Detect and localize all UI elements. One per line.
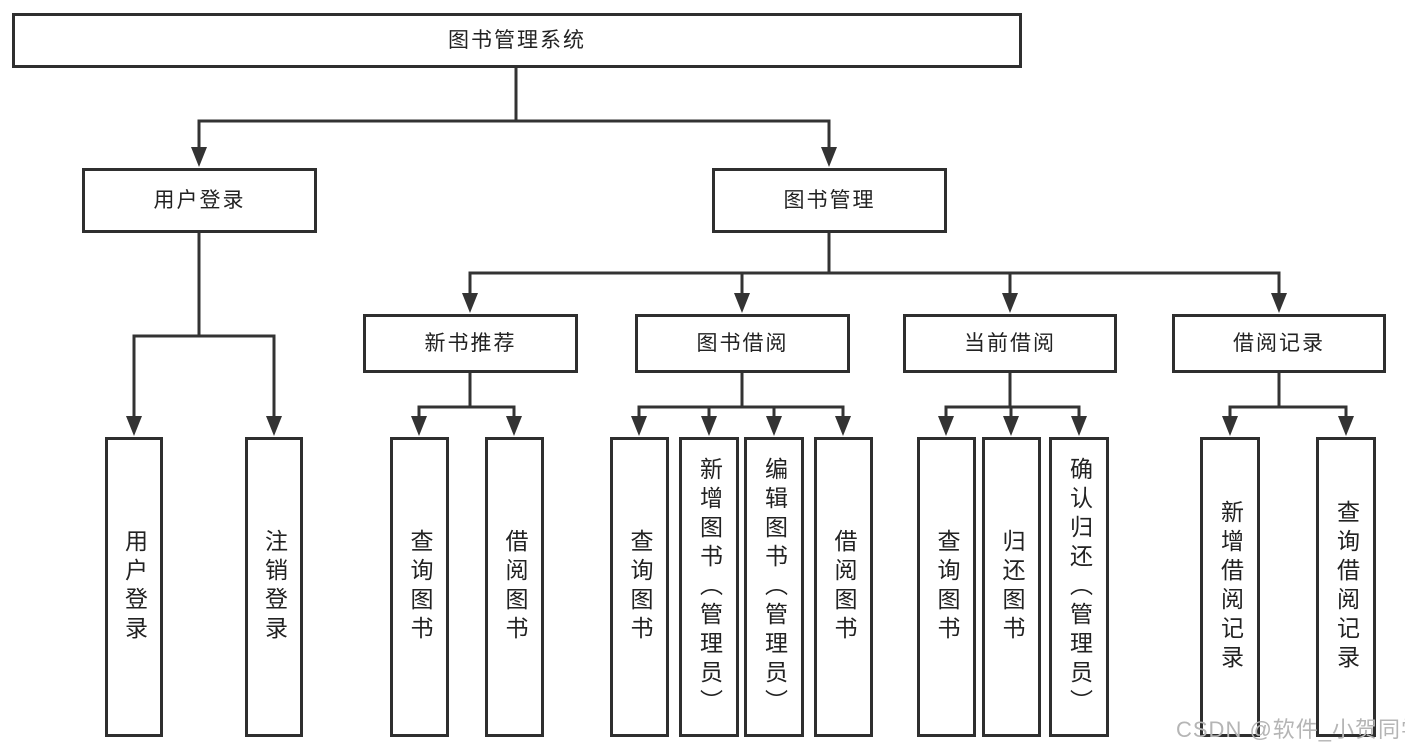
leaf-query-books-borrowing: 查询图书 — [610, 437, 669, 737]
leaf-query-borrow-record: 查询借阅记录 — [1316, 437, 1376, 737]
node-user-login: 用户登录 — [82, 168, 317, 233]
leaf-edit-book-admin: 编辑图书（管理员） — [744, 437, 804, 737]
node-current-borrowing: 当前借阅 — [903, 314, 1117, 373]
node-root: 图书管理系统 — [12, 13, 1022, 68]
node-book-management: 图书管理 — [712, 168, 947, 233]
csdn-watermark: CSDN @软件_小贺同学 — [1176, 717, 1405, 742]
arrowhead-icons — [126, 147, 1354, 436]
leaf-borrow-books-recommend: 借阅图书 — [485, 437, 544, 737]
leaf-borrow-books-borrowing: 借阅图书 — [814, 437, 873, 737]
leaf-user-login: 用户登录 — [105, 437, 163, 737]
leaf-confirm-return-admin: 确认归还（管理员） — [1049, 437, 1109, 737]
leaf-query-books-current: 查询图书 — [917, 437, 976, 737]
leaf-query-books-recommend: 查询图书 — [390, 437, 449, 737]
leaf-logout: 注销登录 — [245, 437, 303, 737]
leaf-return-book: 归还图书 — [982, 437, 1041, 737]
node-new-book-recommend: 新书推荐 — [363, 314, 578, 373]
leaf-add-borrow-record: 新增借阅记录 — [1200, 437, 1260, 737]
leaf-add-book-admin: 新增图书（管理员） — [679, 437, 739, 737]
node-borrowing-records: 借阅记录 — [1172, 314, 1386, 373]
node-book-borrowing: 图书借阅 — [635, 314, 850, 373]
